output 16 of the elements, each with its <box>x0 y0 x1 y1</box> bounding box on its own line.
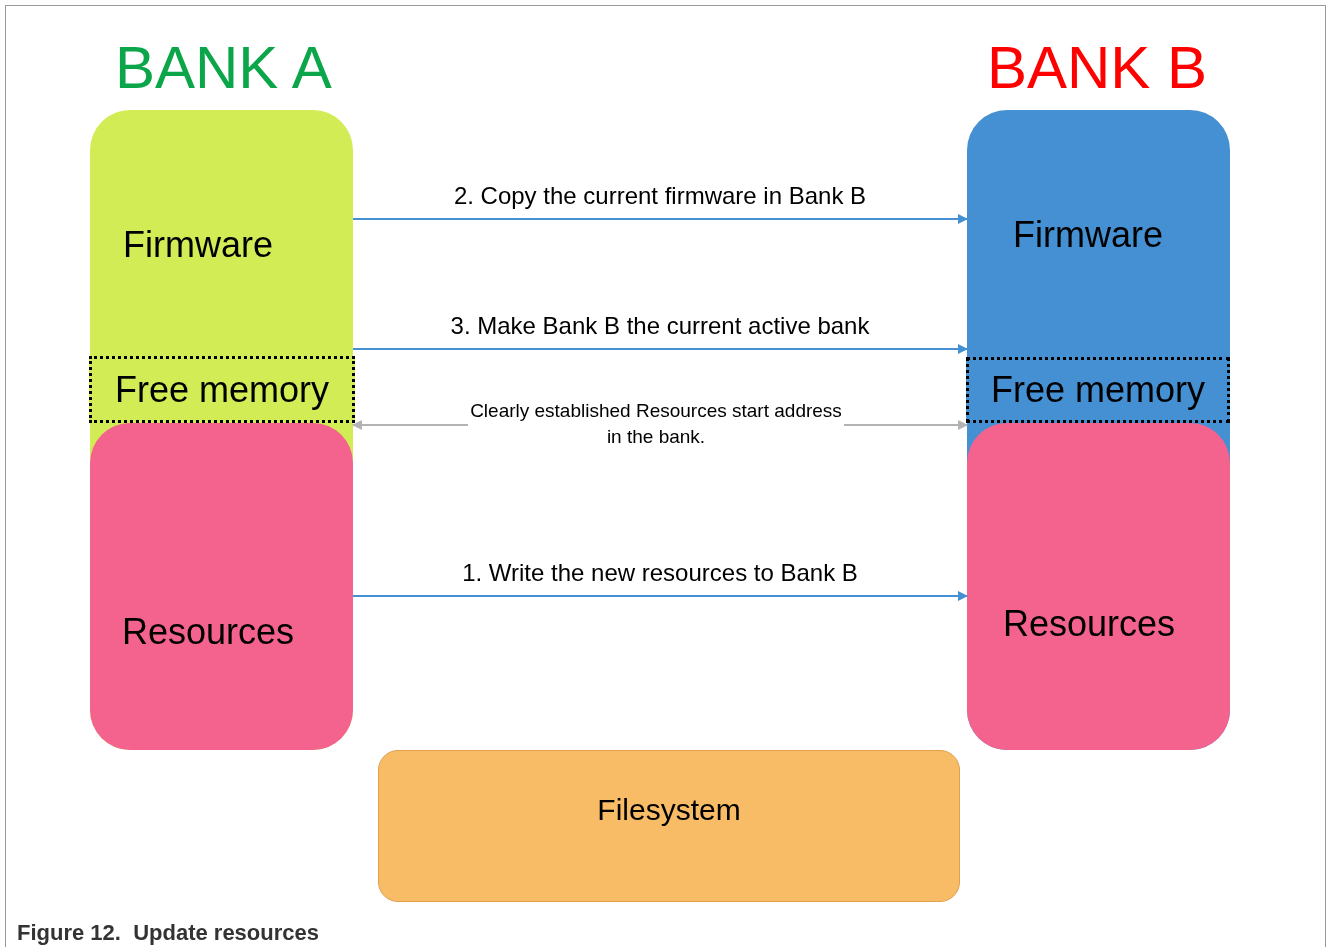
arrow <box>352 420 469 430</box>
note-text: Clearly established Resources start address in the bank. <box>468 398 844 452</box>
arrow <box>352 214 968 224</box>
firmware-block: Firmware <box>967 110 1230 357</box>
resources-block: Resources <box>967 423 1230 750</box>
arrow <box>352 591 968 601</box>
free-memory-region: Free memory <box>966 357 1230 423</box>
figure-caption: Figure 12. Update resources <box>17 920 319 946</box>
arrow <box>352 344 968 354</box>
filesystem-block: Filesystem <box>378 750 960 902</box>
bank-heading: BANK A <box>115 33 332 103</box>
free-memory-region: Free memory <box>89 356 355 423</box>
firmware-block: Firmware <box>90 110 353 356</box>
arrow <box>843 420 968 430</box>
resources-block: Resources <box>90 423 353 750</box>
bank-heading: BANK B <box>987 33 1208 103</box>
